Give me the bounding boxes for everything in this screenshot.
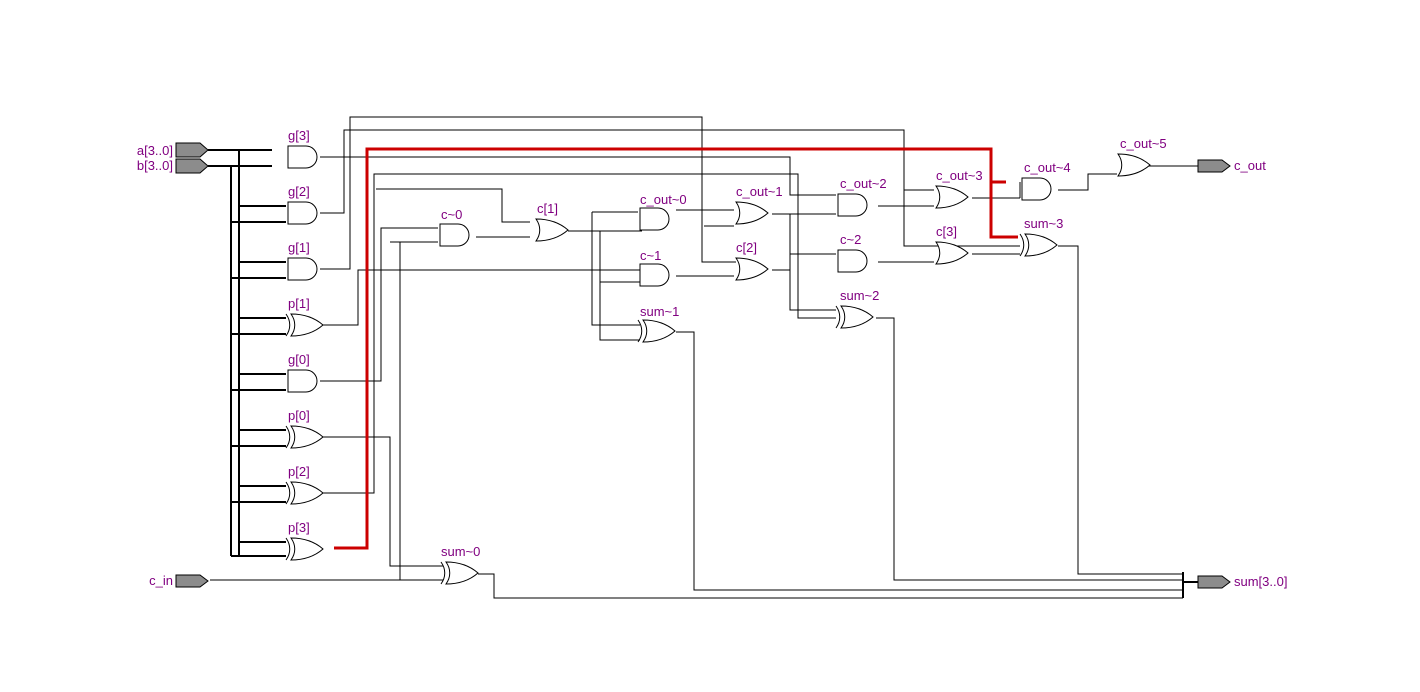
pin-c-out[interactable] <box>1197 159 1231 173</box>
gate-p3[interactable] <box>285 537 324 561</box>
gate-cout0[interactable] <box>639 207 670 231</box>
gate-label-cout2: c_out~2 <box>840 176 887 191</box>
pin-a[interactable] <box>175 142 209 158</box>
gate-p1[interactable] <box>285 313 324 337</box>
input-label-a: a[3..0] <box>137 143 173 158</box>
gate-sum3[interactable] <box>1019 233 1058 257</box>
gate-label-p1: p[1] <box>288 296 310 311</box>
gate-g0[interactable] <box>287 369 318 393</box>
gate-label-sum1: sum~1 <box>640 304 679 319</box>
gate-cout3[interactable] <box>935 185 969 209</box>
gate-cout1[interactable] <box>735 201 769 225</box>
gate-ct1[interactable] <box>639 263 670 287</box>
gate-p2[interactable] <box>285 481 324 505</box>
gates <box>285 145 1151 585</box>
input-label-b: b[3..0] <box>137 158 173 173</box>
gate-c1[interactable] <box>535 218 569 242</box>
gate-label-g3: g[3] <box>288 128 310 143</box>
gate-label-c3: c[3] <box>936 224 957 239</box>
gate-p0[interactable] <box>285 425 324 449</box>
gate-label-sum0: sum~0 <box>441 544 480 559</box>
gate-label-c1: c[1] <box>537 201 558 216</box>
labels: a[3..0] b[3..0] c_in c_out sum[3..0] g[3… <box>137 128 1288 589</box>
gate-label-cout0: c_out~0 <box>640 192 687 207</box>
gate-c3[interactable] <box>935 241 969 265</box>
gate-label-c2: c[2] <box>736 240 757 255</box>
gate-label-ct2: c~2 <box>840 232 861 247</box>
pin-b[interactable] <box>175 158 209 174</box>
gate-c2[interactable] <box>735 257 769 281</box>
gate-sum1[interactable] <box>637 319 676 343</box>
gate-label-p0: p[0] <box>288 408 310 423</box>
wires <box>208 116 1198 599</box>
gate-label-g2: g[2] <box>288 184 310 199</box>
gate-label-g0: g[0] <box>288 352 310 367</box>
gate-label-p3: p[3] <box>288 520 310 535</box>
gate-cout5[interactable] <box>1117 153 1151 177</box>
pin-sum[interactable] <box>1197 575 1231 589</box>
gate-label-sum2: sum~2 <box>840 288 879 303</box>
output-label-sum: sum[3..0] <box>1234 574 1287 589</box>
gate-label-cout1: c_out~1 <box>736 184 783 199</box>
gate-label-ct1: c~1 <box>640 248 661 263</box>
gate-sum2[interactable] <box>835 305 874 329</box>
gate-label-cout5: c_out~5 <box>1120 136 1167 151</box>
gate-label-p2: p[2] <box>288 464 310 479</box>
gate-cout4[interactable] <box>1021 177 1052 201</box>
gate-c0[interactable] <box>439 223 470 247</box>
gate-ct2[interactable] <box>837 249 868 273</box>
gate-g3[interactable] <box>287 145 318 169</box>
input-label-c-in: c_in <box>149 573 173 588</box>
gate-label-g1: g[1] <box>288 240 310 255</box>
gate-label-cout4: c_out~4 <box>1024 160 1071 175</box>
gate-label-cout3: c_out~3 <box>936 168 983 183</box>
gate-sum0[interactable] <box>440 561 479 585</box>
output-label-c-out: c_out <box>1234 158 1266 173</box>
gate-label-c0: c~0 <box>441 207 462 222</box>
pin-c-in[interactable] <box>175 574 209 588</box>
pins <box>175 142 1231 589</box>
gate-label-sum3: sum~3 <box>1024 216 1063 231</box>
gate-g2[interactable] <box>287 201 318 225</box>
gate-g1[interactable] <box>287 257 318 281</box>
gate-cout2[interactable] <box>837 193 868 217</box>
